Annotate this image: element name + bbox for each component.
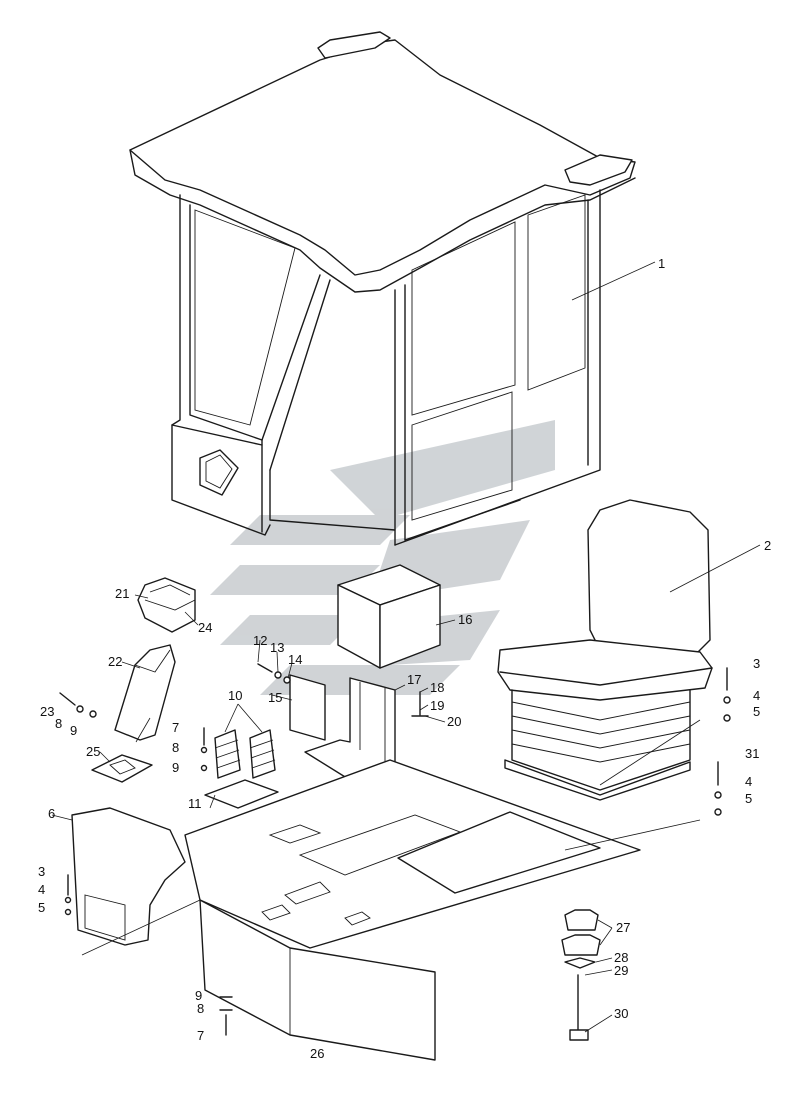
callout-11: 11 [188,796,202,811]
callout-5: 5 [753,704,760,719]
mounting-plate [91,754,153,783]
callout-20: 20 [447,714,461,729]
callout-6: 6 [48,806,55,821]
callout-8: 8 [172,740,179,755]
callout-9: 9 [195,988,202,1003]
callout-8: 8 [197,1001,204,1016]
callout-24: 24 [198,620,212,635]
callout-12: 12 [253,633,267,648]
fasteners-18-20 [411,691,429,717]
callout-16: 16 [458,612,472,627]
callout-22: 22 [108,654,122,669]
callout-7: 7 [197,1028,204,1043]
callout-19: 19 [430,698,444,713]
floor-plate [184,759,641,949]
callout-31: 31 [745,746,759,761]
callout-29: 29 [614,963,628,978]
callout-27: 27 [616,920,630,935]
leader-lines [51,261,761,1033]
pedal-covers [214,729,276,779]
callout-5: 5 [38,900,45,915]
callout-4: 4 [38,882,45,897]
seat-assembly [497,499,713,801]
callout-3: 3 [753,656,760,671]
callout-18: 18 [430,680,444,695]
bracket-plate [289,674,326,741]
callout-28: 28 [614,950,628,965]
console-top [137,577,196,633]
callout-17: 17 [407,672,421,687]
callout-26: 26 [310,1046,324,1061]
fasteners-7-9-bottom [219,996,233,1036]
callout-30: 30 [614,1006,628,1021]
seat-frame-bracket [304,677,396,781]
callout-10: 10 [228,688,242,703]
callout-1: 1 [658,256,665,271]
callout-5: 5 [745,791,752,806]
small-fasteners-12-14 [257,663,291,684]
lower-cover [199,899,436,1061]
fasteners-7-9-middle [200,727,208,772]
callout-23: 23 [40,704,54,719]
callout-8: 8 [55,716,62,731]
callout-4: 4 [745,774,752,789]
side-panel [71,807,186,946]
pedal-plate [204,779,279,809]
callout-7: 7 [172,720,179,735]
callout-15: 15 [268,690,282,705]
callout-2: 2 [764,538,771,553]
storage-box [337,564,441,669]
callout-3: 3 [38,864,45,879]
console-column [114,644,176,741]
bolts-left [64,874,72,916]
callout-14: 14 [288,652,302,667]
callout-4: 4 [753,688,760,703]
callout-21: 21 [115,586,129,601]
callout-9: 9 [70,723,77,738]
bolts-right [714,667,731,816]
callout-13: 13 [270,640,284,655]
isolator-stack [561,909,601,1041]
callout-25: 25 [86,744,100,759]
cab-assembly [129,31,636,546]
callout-9: 9 [172,760,179,775]
bolt-group-23 [59,692,97,718]
